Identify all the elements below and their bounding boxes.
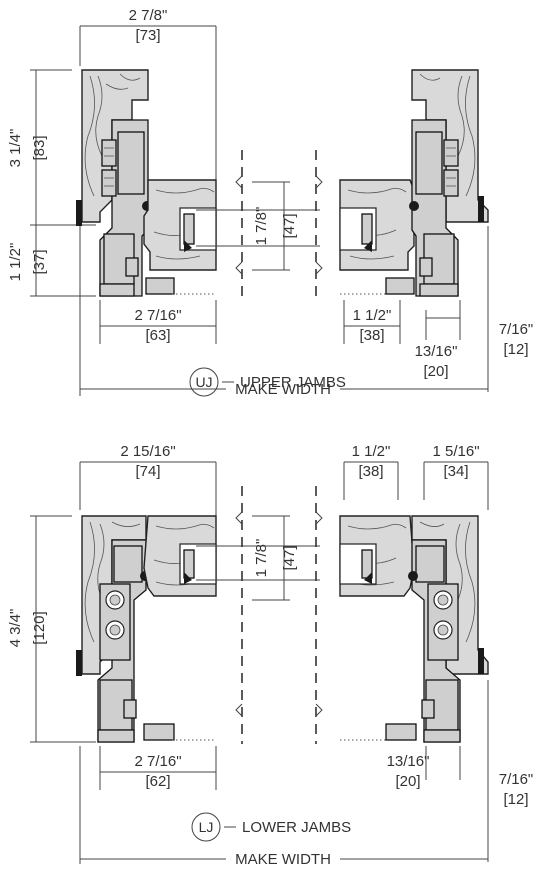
upper-bottom-right-b-label: 13/16": [415, 343, 458, 360]
upper-bottom-right-c-label: 7/16": [499, 321, 534, 338]
lower-left-height-label: 4 3/4": [7, 609, 24, 648]
lower-left-height-mm-label: [120]: [31, 611, 48, 644]
lower-top-left-mm-label: [74]: [135, 463, 160, 480]
upper-bottom-right-b-mm-label: [20]: [423, 363, 448, 380]
upper-bottom-right-a-label: 1 1/2": [353, 307, 392, 324]
upper-left-height-label: 3 1/4": [7, 129, 24, 168]
upper-right-jamb-profile: [409, 69, 489, 297]
upper-left-height-mm-label: [83]: [31, 135, 48, 160]
lower-right-sash: [339, 515, 417, 741]
lower-top-right-a-mm-label: [38]: [358, 463, 383, 480]
upper-left-lower-mm-label: [37]: [31, 249, 48, 274]
lower-bottom-right-b-label: 13/16": [387, 753, 430, 770]
upper-bottom-right-a-mm-label: [38]: [359, 327, 384, 344]
upper-bottom-dimensions: 2 7/16" [63] 1 1/2" [38] 13/16" [20] 7/1…: [99, 226, 534, 392]
upper-left-lower-label: 1 1/2": [7, 243, 24, 282]
lower-make-width-label: MAKE WIDTH: [235, 851, 331, 868]
lower-bottom-right-c-label: 7/16": [499, 771, 534, 788]
upper-top-width-dimension: 2 7/8" [73]: [79, 7, 217, 240]
lower-top-right-b-mm-label: [34]: [443, 463, 468, 480]
upper-bottom-right-c-mm-label: [12]: [503, 341, 528, 358]
lower-glass-dimension: 1 7/8" [47]: [252, 515, 298, 601]
upper-glass-dimension: 1 7/8" [47]: [252, 181, 298, 271]
lower-jambs-callout: LJ LOWER JAMBS: [191, 812, 351, 842]
upper-make-width-dimension: MAKE WIDTH: [79, 226, 488, 398]
upper-break-lines: [235, 150, 323, 300]
upper-tag-label: UJ: [195, 374, 212, 390]
lower-top-right-a-label: 1 1/2": [352, 443, 391, 460]
lower-right-jamb-profile: [408, 515, 489, 743]
lower-caption: LOWER JAMBS: [242, 819, 351, 836]
upper-glass-label: 1 7/8": [253, 207, 270, 246]
lower-bottom-right-b-mm-label: [20]: [395, 773, 420, 790]
lower-bottom-dimensions: 2 7/16" [62] 13/16" [20] 7/16" [12]: [99, 680, 534, 862]
upper-jambs-section: 2 7/8" [73] 3 1/4" [83] 1 1/2" [37]: [7, 7, 533, 398]
upper-make-width-label: MAKE WIDTH: [235, 381, 331, 398]
lower-bottom-right-c-mm-label: [12]: [503, 791, 528, 808]
lower-break-lines: [235, 486, 323, 744]
upper-glass-mm-label: [47]: [281, 213, 298, 238]
lower-left-height-dimension: 4 3/4" [120]: [7, 515, 96, 743]
upper-top-width-label: 2 7/8": [129, 7, 168, 24]
upper-caption: UPPER JAMBS: [240, 374, 346, 391]
lower-left-jamb-profile: [76, 515, 150, 743]
upper-left-sash: [143, 179, 217, 295]
lower-left-sash: [143, 515, 217, 741]
lower-top-left-label: 2 15/16": [120, 443, 175, 460]
lower-top-right-b-label: 1 5/16": [432, 443, 479, 460]
upper-top-width-mm-label: [73]: [135, 27, 160, 44]
lower-bottom-left-mm-label: [62]: [145, 773, 170, 790]
lower-glass-lines: [196, 545, 320, 581]
lower-glass-mm-label: [47]: [281, 545, 298, 570]
upper-bottom-left-mm-label: [63]: [145, 327, 170, 344]
lower-tag-label: LJ: [199, 819, 214, 835]
upper-right-sash: [339, 179, 415, 295]
lower-glass-label: 1 7/8": [253, 539, 270, 578]
lower-bottom-left-label: 2 7/16": [134, 753, 181, 770]
upper-glass-lines: [196, 209, 320, 247]
upper-left-jamb-profile: [76, 69, 152, 297]
upper-bottom-left-label: 2 7/16": [134, 307, 181, 324]
lower-jambs-section: 2 15/16" [74] 1 1/2" [38] 1 5/16" [34] 4…: [7, 443, 533, 868]
upper-left-height-dimension: 3 1/4" [83] 1 1/2" [37]: [7, 69, 96, 297]
lower-make-width-dimension: MAKE WIDTH: [79, 746, 488, 868]
lower-top-dimensions: 2 15/16" [74] 1 1/2" [38] 1 5/16" [34]: [79, 443, 489, 520]
